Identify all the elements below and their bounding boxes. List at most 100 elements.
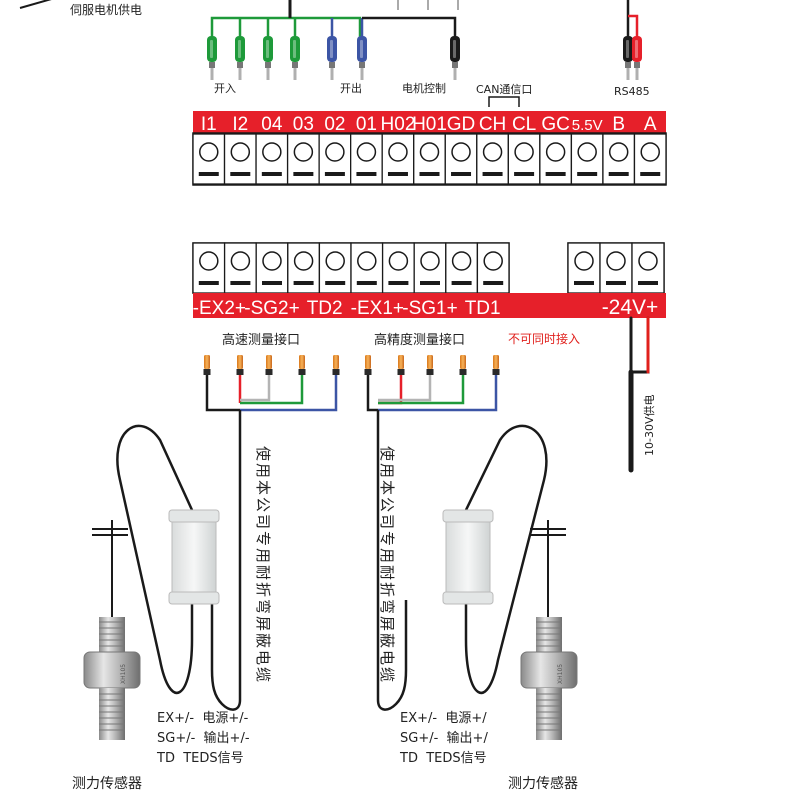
harness-right <box>364 355 500 412</box>
crimp-terminal <box>298 355 306 375</box>
legend-left-line3: TD TEDS信号 <box>156 751 244 766</box>
terminal-screw <box>476 133 509 185</box>
harness-wire <box>205 375 240 412</box>
terminal-screw <box>476 242 510 294</box>
power-wires <box>628 316 650 473</box>
cable-caption-char: 公 <box>254 497 272 512</box>
bottom-pin-label: -EX2+ <box>193 298 246 319</box>
cable-caption-char: 弯 <box>378 599 396 614</box>
bottom-pin-label: -SG2+ <box>244 298 299 319</box>
legend-right-line3: TD TEDS信号 <box>399 751 487 766</box>
crimp-terminal <box>203 355 211 375</box>
crimp-terminal <box>397 355 405 375</box>
label-warning: 不可同时接入 <box>508 331 580 346</box>
servo-power-arrow <box>19 0 52 9</box>
label-rs485: RS485 <box>614 85 650 98</box>
bottom-pin-label-strip <box>193 293 666 318</box>
banana-plug <box>450 36 460 80</box>
sensor-left-engraving: XH105 <box>120 664 127 684</box>
terminal-screw <box>318 133 352 185</box>
terminal-screw <box>444 133 478 185</box>
terminal-screw <box>318 242 352 294</box>
terminal-screw <box>255 242 289 294</box>
crimp-terminal <box>492 355 500 375</box>
cable-caption-char: 蔽 <box>254 633 272 648</box>
top-pin-label: H02 <box>381 114 416 135</box>
label-high-speed: 高速测量接口 <box>222 332 300 348</box>
cable-caption-char: 屏 <box>254 616 272 631</box>
terminal-screw <box>286 133 320 185</box>
terminal-screw <box>223 133 257 185</box>
top-pin-label: I2 <box>232 114 248 135</box>
banana-plug <box>290 36 300 80</box>
cable-caption-char: 屏 <box>378 616 396 631</box>
terminal-screw <box>192 133 226 185</box>
cable-caption-char: 耐 <box>254 565 272 580</box>
harness-wire <box>240 375 271 402</box>
top-pin-label: I1 <box>201 114 217 135</box>
banana-plug <box>357 36 367 80</box>
label-in: 开入 <box>214 82 236 95</box>
label-can: CAN通信口 <box>476 83 532 96</box>
harness-wire <box>240 375 304 405</box>
cable-caption-char: 耐 <box>378 565 396 580</box>
cable-caption-char: 司 <box>254 514 272 529</box>
terminal-screw <box>381 242 415 294</box>
top-pin-label-strip <box>193 111 666 133</box>
top-pin-label: A <box>644 114 657 135</box>
terminal-screw <box>381 133 415 185</box>
terminal-screw <box>192 242 226 294</box>
cable-caption-char: 专 <box>254 531 272 546</box>
terminal-screw <box>539 133 573 185</box>
terminal-screw <box>287 242 321 294</box>
label-motor: 电机控制 <box>402 81 446 95</box>
cable-caption-char: 弯 <box>254 599 272 614</box>
banana-plug <box>632 36 642 80</box>
tube-left <box>168 509 220 605</box>
cable-caption-char: 折 <box>254 582 272 597</box>
crimp-terminal <box>265 355 273 375</box>
harness-wire <box>378 375 465 405</box>
banana-plug <box>235 36 245 80</box>
terminal-screw <box>413 242 447 294</box>
top-wires <box>210 0 639 40</box>
bottom-pin-label: TD1 <box>465 298 501 319</box>
servo-power-label: 伺服电机供电 <box>70 3 142 17</box>
crimp-terminal <box>332 355 340 375</box>
legend-right-line2: SG+/- 输出+/ <box>400 730 488 746</box>
terminal-screw <box>599 242 633 294</box>
legend-left-line2: SG+/- 输出+/- <box>157 730 250 746</box>
label-out: 开出 <box>340 81 362 95</box>
cable-caption-char: 用 <box>254 548 272 563</box>
cable-caption-char: 用 <box>378 463 396 478</box>
cable-clamps <box>92 520 566 620</box>
banana-plugs <box>207 36 642 80</box>
crimp-terminal <box>426 355 434 375</box>
cable-caption-char: 电 <box>254 650 272 665</box>
bottom-pin-label: -SG1+ <box>402 298 457 319</box>
sensor-left: XH105 <box>83 617 141 740</box>
harness-left <box>203 355 340 412</box>
cable-caption-char: 电 <box>378 650 396 665</box>
harness-wire <box>240 375 338 412</box>
banana-plug <box>327 36 337 80</box>
sensor-label-left: 测力传感器 <box>72 775 142 792</box>
cable-caption-char: 专 <box>378 531 396 546</box>
top-pin-label: 02 <box>324 114 345 135</box>
terminal-screw <box>223 242 257 294</box>
banana-plug <box>263 36 273 80</box>
label-high-precision: 高精度测量接口 <box>374 332 465 348</box>
bottom-pin-label: -24V+ <box>602 296 659 319</box>
terminal-screw <box>631 242 665 294</box>
terminal-screw <box>413 133 446 185</box>
cables <box>116 410 548 711</box>
top-pin-label: GC <box>541 114 570 135</box>
crimp-terminal <box>364 355 372 375</box>
terminal-screw <box>570 133 604 185</box>
banana-plug <box>623 36 633 80</box>
harness-wire <box>378 375 498 412</box>
bottom-pin-labels: -EX2+-SG2+TD2-EX1+-SG1+TD1-24V+ <box>193 296 659 319</box>
terminal-screw <box>507 133 541 185</box>
